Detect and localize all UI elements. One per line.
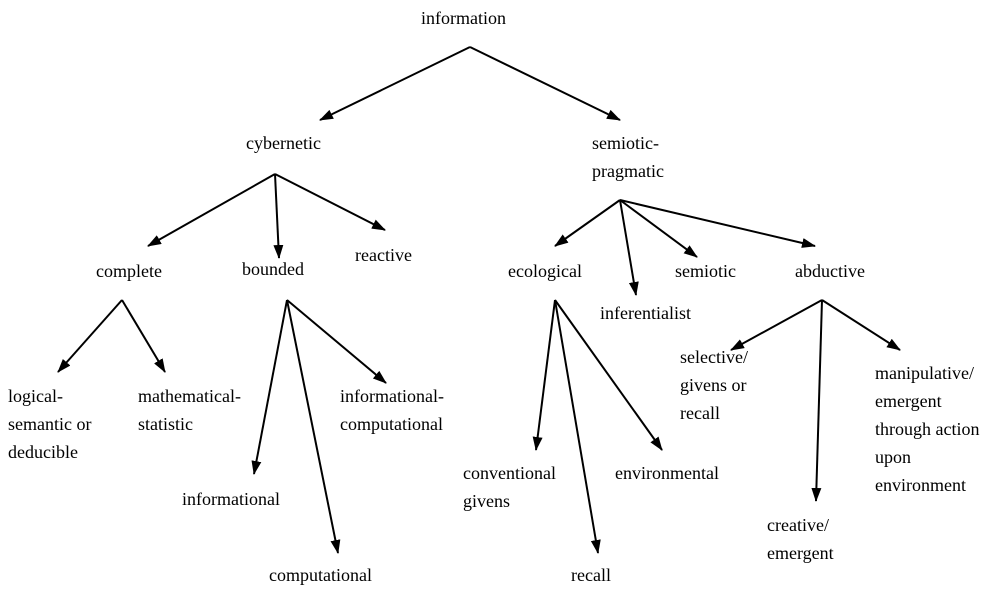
node-line: environment [875,475,966,495]
node-line: conventional [463,463,556,483]
edge-semiotic_pragmatic-to-inferentialist [619,199,639,296]
node-manipulative-emergent: manipulative/emergent through action upon e… [875,359,979,499]
edge-ecological-to-environmental [554,299,663,451]
node-line: mathematical- [138,386,241,406]
node-line: emergent [767,543,834,563]
edge-information-to-semiotic_pragmatic [469,46,621,121]
node-information: information [421,4,506,32]
node-line: computational [269,565,372,585]
node-cybernetic: cybernetic [246,129,321,157]
node-line: computational [340,414,443,434]
node-mathematical-statistic: mathematical-statistic [138,382,241,438]
node-informational-computational: informational-computational [340,382,444,438]
node-line: complete [96,261,162,281]
edge-bounded-to-informational [251,299,288,475]
edge-semiotic_pragmatic-to-semiotic [619,199,698,258]
node-line: through action [875,419,980,439]
node-line: selective/ [680,347,748,367]
edge-complete-to-logical_semantic [57,299,123,373]
edge-cybernetic-to-bounded [273,173,284,259]
node-line: ecological [508,261,582,281]
node-line: deducible [8,442,78,462]
node-complete: complete [96,257,162,285]
node-reactive: reactive [355,241,412,269]
node-line: statistic [138,414,193,434]
edge-complete-to-mathematical_statistic [121,299,166,373]
node-computational: computational [269,561,372,589]
node-line: upon [875,447,911,467]
node-recall: recall [571,561,611,589]
node-line: semiotic [675,261,736,281]
node-inferentialist: inferentialist [600,299,691,327]
node-line: recall [680,403,720,423]
node-informational: informational [182,485,280,513]
edge-ecological-to-conventional_givens [532,299,556,451]
node-line: informational [182,489,280,509]
node-line: environmental [615,463,719,483]
edge-cybernetic-to-complete [147,173,276,247]
node-line: reactive [355,245,412,265]
edge-bounded-to-computational [286,299,341,554]
node-conventional-givens: conventional givens [463,459,556,515]
node-line: abductive [795,261,865,281]
node-semiotic: semiotic [675,257,736,285]
node-line: pragmatic [592,161,664,181]
edge-abductive-to-creative_emergent [811,299,823,502]
node-creative-emergent: creative/emergent [767,511,834,567]
node-line: informational- [340,386,444,406]
node-line: semantic or [8,414,92,434]
edge-ecological-to-recall [554,299,601,554]
node-ecological: ecological [508,257,582,285]
node-line: inferentialist [600,303,691,323]
node-line: givens or [680,375,747,395]
node-line: logical- [8,386,63,406]
node-selective-givens: selective/givens or recall [680,343,748,427]
node-line: bounded [242,259,304,279]
node-line: creative/ [767,515,829,535]
edge-information-to-cybernetic [319,46,471,121]
node-line: manipulative/ [875,363,974,383]
node-line: semiotic- [592,133,659,153]
node-semiotic-pragmatic: semiotic-pragmatic [592,129,664,185]
edge-semiotic_pragmatic-to-abductive [619,199,816,248]
node-bounded: bounded [242,255,304,283]
node-environmental: environmental [615,459,719,487]
node-line: information [421,8,506,28]
node-line: emergent [875,391,942,411]
edge-abductive-to-manipulative_emergent [821,299,901,351]
node-line: givens [463,491,510,511]
edge-abductive-to-selective_givens [730,299,823,351]
node-logical-semantic: logical-semantic or deducible [8,382,91,466]
node-line: recall [571,565,611,585]
edge-bounded-to-informational_computational [286,299,387,384]
node-line: cybernetic [246,133,321,153]
edge-semiotic_pragmatic-to-ecological [554,199,621,247]
node-abductive: abductive [795,257,865,285]
edge-cybernetic-to-reactive [274,173,386,231]
